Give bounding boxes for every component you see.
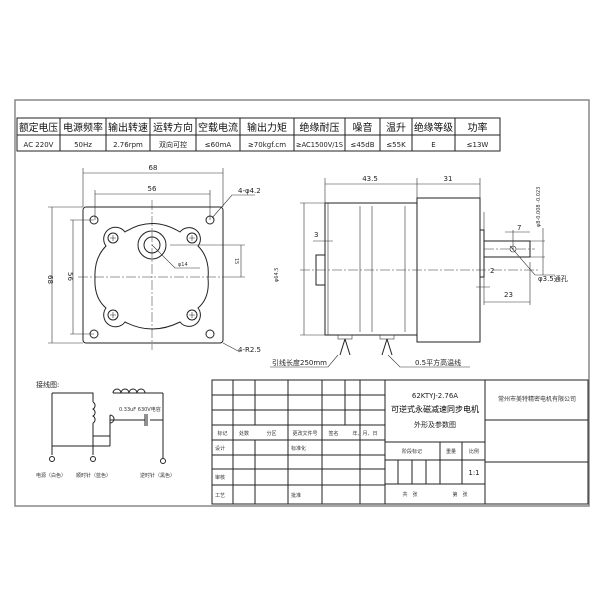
revision-header: 分区 bbox=[266, 430, 276, 437]
terminal-label-ccw: 逆时针（黑色） bbox=[140, 472, 175, 479]
dim-motor-length: 43.5 bbox=[362, 175, 378, 183]
spec-value: ≤60mA bbox=[205, 141, 232, 149]
spec-value: E bbox=[431, 141, 435, 149]
revision-header: 签名 bbox=[328, 430, 338, 437]
spec-header: 绝缘等级 bbox=[414, 121, 453, 134]
gear-housing-outline bbox=[94, 223, 209, 330]
drawing-type: 外形及参数图 bbox=[414, 420, 456, 429]
dim-gearbox-length: 31 bbox=[444, 175, 453, 183]
revision-header: 更改文件号 bbox=[292, 430, 317, 437]
dim-shaft-hole-pos: 7 bbox=[517, 224, 521, 232]
wiring-diagram: 接线图: 0.33uF 630V电容 电源（白色） 顺时针（蓝色） 逆时针（黑色… bbox=[36, 380, 175, 479]
spec-value: 50Hz bbox=[74, 141, 92, 149]
through-hole-note: φ3.5通孔 bbox=[538, 274, 568, 283]
dim-width: 68 bbox=[149, 164, 158, 172]
spec-value: ≤45dB bbox=[350, 141, 374, 149]
revision-header: 处数 bbox=[239, 430, 249, 437]
shaft-offset: 15 bbox=[233, 258, 239, 264]
revision-header: 年、月、日 bbox=[352, 430, 377, 437]
spec-value: ≥70kgf.cm bbox=[248, 141, 286, 149]
dim-hole-spacing-v: 56 bbox=[66, 272, 74, 281]
spec-header: 输出力矩 bbox=[247, 121, 287, 134]
lead-length-note: 引线长度250mm bbox=[272, 358, 327, 367]
dim-height: 68 bbox=[46, 275, 54, 284]
role-approve: 批准 bbox=[291, 492, 301, 499]
spec-value: 2.76rpm bbox=[113, 141, 143, 149]
total-sheets: 共 张 bbox=[402, 491, 417, 498]
terminal-label-cw: 顺时针（蓝色） bbox=[76, 472, 111, 479]
role-standardization: 标准化 bbox=[291, 445, 306, 452]
spec-header: 空载电流 bbox=[198, 121, 238, 134]
spec-header: 绝缘耐压 bbox=[300, 121, 340, 134]
role-design: 设计 bbox=[215, 445, 225, 452]
spec-header: 输出转速 bbox=[108, 121, 148, 134]
mounting-plate bbox=[82, 206, 224, 344]
spec-header: 运转方向 bbox=[153, 121, 193, 134]
hole-note: 4-φ4.2 bbox=[238, 187, 261, 195]
spec-header: 温升 bbox=[386, 122, 406, 134]
motor-body bbox=[324, 202, 418, 336]
company-name: 常州市美特精密电机有限公司 bbox=[498, 395, 576, 403]
drawing-frame bbox=[14, 99, 590, 507]
lead-wires bbox=[339, 338, 393, 356]
spec-value: ≤13W bbox=[467, 141, 489, 149]
shaft-tolerance: φ8-0.008 -0.023 bbox=[536, 187, 542, 227]
title-block: 标记 处数 分区 更改文件号 签名 年、月、日 设计 标准化 审核 工艺 批准 62KTY… bbox=[211, 379, 589, 505]
product-name: 可逆式永磁减速同步电机 bbox=[391, 404, 479, 414]
dim-shoulder: 2 bbox=[490, 267, 494, 275]
revision-header: 标记 bbox=[217, 430, 227, 437]
sheet-number: 第 张 bbox=[452, 491, 467, 498]
spec-value: ≤55K bbox=[386, 141, 406, 149]
role-process: 工艺 bbox=[215, 493, 225, 499]
dim-flange: 3 bbox=[314, 231, 318, 239]
revision-headers: 标记 处数 分区 更改文件号 签名 年、月、日 bbox=[217, 430, 377, 437]
screw-icons bbox=[107, 232, 198, 321]
model-number: 62KTYJ-2.76A bbox=[412, 392, 458, 400]
weight-label: 重量 bbox=[446, 448, 456, 455]
role-review: 审核 bbox=[215, 474, 225, 481]
corner-radius: 4-R2.5 bbox=[238, 346, 261, 354]
dim-hole-spacing: 56 bbox=[148, 185, 157, 193]
spec-header: 功率 bbox=[468, 121, 488, 134]
terminal-icon bbox=[160, 458, 166, 464]
dim-shaft-length: 23 bbox=[504, 291, 513, 299]
dim-diameter: φ64.5 bbox=[274, 268, 280, 282]
lead-wire-note: 0.5平方高温线 bbox=[415, 358, 461, 367]
side-view: 43.5 31 3 φ64.5 7 φ8-0.008 -0.023 2 23 φ… bbox=[270, 175, 568, 368]
shaft-diameter: φ14 bbox=[178, 262, 188, 268]
spec-value: 双向可控 bbox=[159, 140, 187, 149]
spec-value: AC 220V bbox=[24, 141, 54, 149]
output-shaft-boss bbox=[137, 230, 167, 260]
terminal-label-power: 电源（白色） bbox=[36, 472, 66, 479]
scale-value: 1:1 bbox=[468, 469, 479, 477]
front-view: 68 56 68 56 4-φ4.2 φ14 15 4-R2.5 bbox=[46, 164, 261, 354]
spec-header: 电源频率 bbox=[63, 121, 103, 134]
coil-icons bbox=[91, 388, 146, 424]
terminal-icon bbox=[49, 456, 55, 462]
terminal-icon bbox=[90, 456, 96, 462]
spec-header: 噪音 bbox=[353, 121, 373, 134]
spec-header: 额定电压 bbox=[19, 121, 58, 134]
scale-label: 比例 bbox=[469, 448, 479, 455]
stage-label: 阶段标记 bbox=[402, 448, 422, 455]
capacitor-label: 0.33uF 630V电容 bbox=[119, 406, 161, 413]
wiring-title: 接线图: bbox=[36, 380, 59, 389]
spec-value: ≥AC1500V/1S bbox=[296, 141, 344, 149]
